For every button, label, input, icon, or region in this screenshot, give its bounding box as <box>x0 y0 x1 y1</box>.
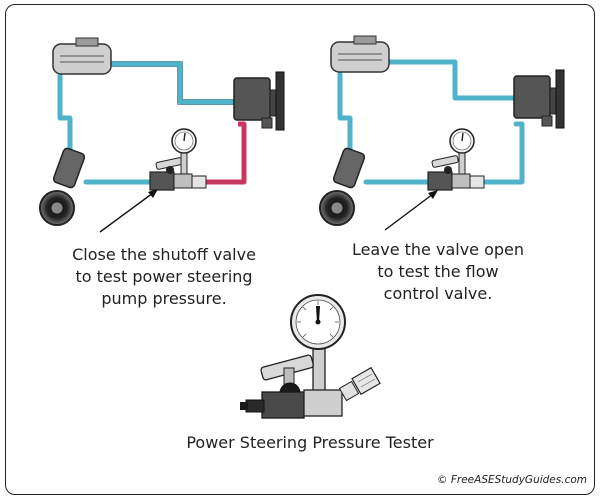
caption-line: to test power steering <box>75 267 253 286</box>
right-tester-assembly <box>427 128 485 191</box>
tee-body <box>303 389 343 417</box>
caption-close-valve: Close the shutoff valve to test power st… <box>44 244 284 310</box>
left-arrow <box>99 189 158 233</box>
right-arrow <box>384 190 438 231</box>
left-tester-assembly <box>149 128 207 191</box>
left-blue-hoses <box>57 61 239 185</box>
caption-line: Close the shutoff valve <box>72 245 256 264</box>
large-pressure-tester <box>240 294 381 419</box>
caption-line: to test the flow <box>377 262 499 281</box>
right-pump-icon <box>319 147 366 226</box>
right-blue-hoses <box>337 59 525 185</box>
left-red-pressure-hose <box>206 121 247 185</box>
diagram-frame <box>5 4 595 495</box>
caption-tester: Power Steering Pressure Tester <box>186 433 434 452</box>
copyright-credit: © FreeASEStudyGuides.com <box>437 474 587 486</box>
caption-line: Leave the valve open <box>351 240 525 259</box>
left-reservoir-icon <box>52 37 112 75</box>
caption-line: pump pressure. <box>101 289 227 308</box>
left-system <box>39 37 285 233</box>
right-reservoir-icon <box>330 35 390 73</box>
right-steering-gear-icon <box>513 69 565 129</box>
left-steering-gear-icon <box>233 71 285 131</box>
valve-body <box>261 391 305 419</box>
caption-line: control valve. <box>383 284 493 303</box>
valve-stem <box>283 367 295 385</box>
right-system <box>319 35 565 231</box>
outlet-fitting <box>351 366 381 396</box>
gauge-stem <box>312 343 326 395</box>
caption-open-valve: Leave the valve open to test the flow co… <box>328 239 548 305</box>
left-pump-icon <box>39 147 86 226</box>
pressure-gauge-icon <box>290 294 346 350</box>
